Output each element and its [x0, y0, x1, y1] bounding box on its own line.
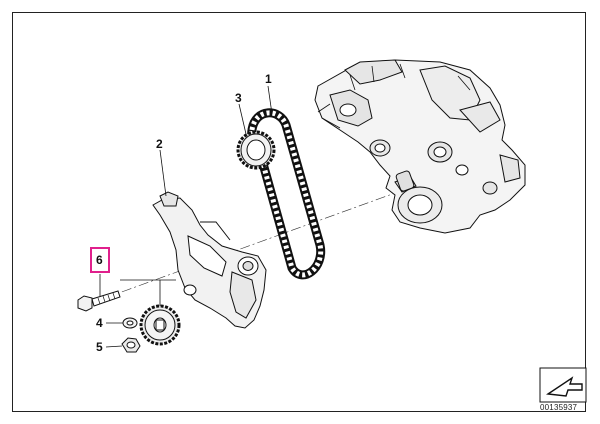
bolt: [77, 290, 121, 312]
nut: [121, 337, 141, 353]
oil-pump-housing: [314, 59, 526, 234]
alignment-line: [104, 192, 396, 299]
view-direction-icon: [539, 367, 587, 403]
chain-guide: [152, 191, 267, 329]
callout-2[interactable]: 2: [156, 137, 163, 151]
callout-1[interactable]: 1: [265, 72, 272, 86]
diagram-frame: [12, 12, 586, 412]
callout-3[interactable]: 3: [235, 91, 242, 105]
upper-sprocket: [236, 130, 276, 170]
washer: [122, 317, 138, 329]
lower-sprocket: [139, 304, 181, 346]
highlight-box[interactable]: [90, 247, 110, 273]
leader-lines: [99, 85, 273, 348]
callout-5[interactable]: 5: [96, 340, 103, 354]
diagram-number: 00135937: [540, 403, 578, 412]
callout-6[interactable]: 6: [96, 253, 103, 267]
callout-4[interactable]: 4: [96, 316, 103, 330]
